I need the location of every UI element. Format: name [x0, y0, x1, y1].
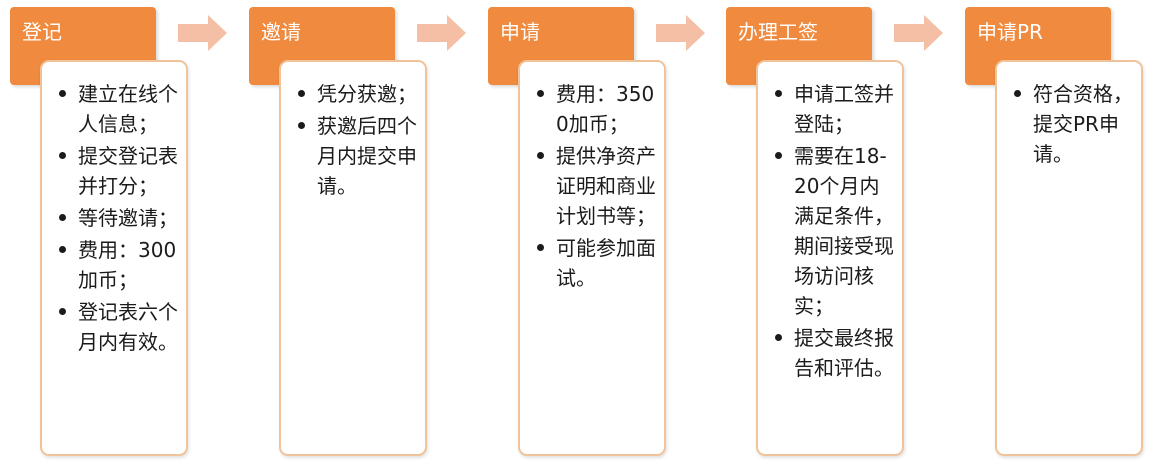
right-arrow-icon — [656, 15, 705, 51]
stage-invitation: 邀请凭分获邀；获邀后四个月内提交申请。 — [249, 0, 474, 469]
arrow-shape — [417, 15, 466, 51]
stage-item: 获邀后四个月内提交申请。 — [297, 111, 419, 201]
stage-title: 申请 — [500, 20, 540, 44]
stage-title: 申请PR — [977, 20, 1043, 44]
stage-item: 符合资格，提交PR申请。 — [1013, 79, 1135, 169]
stage-body: 费用：3500加币；提供净资产证明和商业计划书等；可能参加面试。 — [518, 60, 666, 456]
stage-application: 申请费用：3500加币；提供净资产证明和商业计划书等；可能参加面试。 — [488, 0, 713, 469]
stage-item-list: 建立在线个人信息；提交登记表并打分；等待邀请；费用：300加币；登记表六个月内有… — [42, 62, 186, 357]
stage-title: 邀请 — [261, 20, 301, 44]
stage-item: 需要在18-20个月内满足条件，期间接受现场访问核实； — [774, 141, 896, 321]
stage-item: 提交登记表并打分； — [58, 141, 180, 201]
arrow-shape — [178, 15, 227, 51]
stage-work-permit: 办理工签申请工签并登陆；需要在18-20个月内满足条件，期间接受现场访问核实；提… — [726, 0, 951, 469]
stage-item: 申请工签并登陆； — [774, 79, 896, 139]
stage-item-list: 申请工签并登陆；需要在18-20个月内满足条件，期间接受现场访问核实；提交最终报… — [758, 62, 902, 383]
stage-title: 登记 — [22, 20, 62, 44]
stage-item: 费用：300加币； — [58, 235, 180, 295]
stage-item: 可能参加面试。 — [536, 233, 658, 293]
stage-body: 建立在线个人信息；提交登记表并打分；等待邀请；费用：300加币；登记表六个月内有… — [40, 60, 188, 456]
arrow-shape — [656, 15, 705, 51]
stage-pr-application: 申请PR 符合资格，提交PR申请。 — [965, 0, 1151, 469]
right-arrow-icon — [178, 15, 227, 51]
stage-item: 提交最终报告和评估。 — [774, 323, 896, 383]
stage-item-list: 费用：3500加币；提供净资产证明和商业计划书等；可能参加面试。 — [520, 62, 664, 293]
right-arrow-icon — [417, 15, 466, 51]
stage-item-list: 凭分获邀；获邀后四个月内提交申请。 — [281, 62, 425, 201]
stage-item-list: 符合资格，提交PR申请。 — [997, 62, 1141, 169]
stage-item: 提供净资产证明和商业计划书等； — [536, 141, 658, 231]
stage-body: 申请工签并登陆；需要在18-20个月内满足条件，期间接受现场访问核实；提交最终报… — [756, 60, 904, 456]
stage-item: 等待邀请； — [58, 203, 180, 233]
stage-item: 建立在线个人信息； — [58, 79, 180, 139]
stage-register: 登记建立在线个人信息；提交登记表并打分；等待邀请；费用：300加币；登记表六个月… — [10, 0, 235, 469]
stage-item: 费用：3500加币； — [536, 79, 658, 139]
stage-body: 凭分获邀；获邀后四个月内提交申请。 — [279, 60, 427, 456]
stage-item: 登记表六个月内有效。 — [58, 297, 180, 357]
arrow-shape — [894, 15, 943, 51]
right-arrow-icon — [894, 15, 943, 51]
stage-title: 办理工签 — [738, 20, 818, 44]
stage-item: 凭分获邀； — [297, 79, 419, 109]
stage-body: 符合资格，提交PR申请。 — [995, 60, 1143, 456]
